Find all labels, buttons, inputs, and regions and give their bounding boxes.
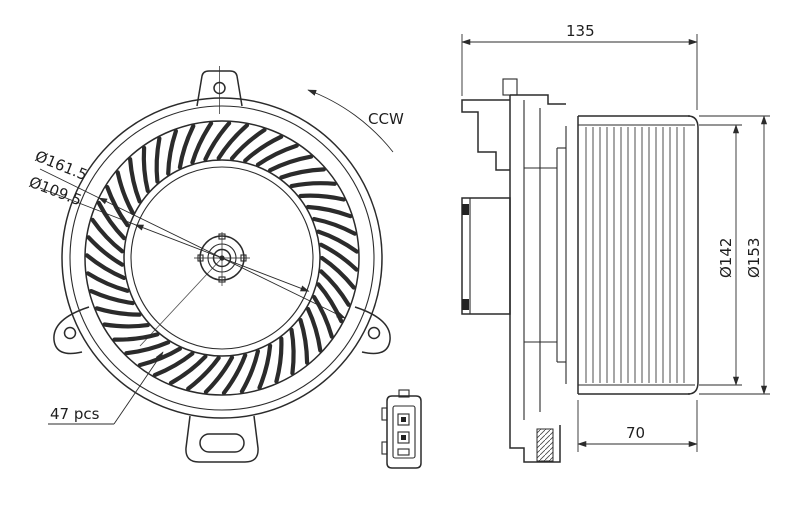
fan-blade <box>190 121 214 165</box>
fan-blade <box>305 306 323 353</box>
fan-blade <box>239 349 260 394</box>
rotation-label: CCW <box>368 110 404 128</box>
fan-blade <box>112 332 160 342</box>
dim-wheel-outer-label: Ø153 <box>745 238 763 278</box>
fan-blade <box>124 340 171 356</box>
side-view: 135 Ø142 Ø153 70 <box>461 22 770 463</box>
fan-blade <box>94 306 142 317</box>
dim-wheel-depth-label: 70 <box>626 424 645 442</box>
fan-blade <box>102 322 150 329</box>
fan-blade <box>203 355 235 395</box>
fan-blade <box>268 154 314 173</box>
fan-blade <box>298 193 346 202</box>
front-view: Ø161.5 Ø109.5 CCW 47 pcs <box>27 66 404 463</box>
connector-detail <box>381 389 422 469</box>
impeller-wheel <box>577 115 699 395</box>
fan-blade <box>289 181 337 189</box>
fan-blade <box>177 124 196 170</box>
fan-blade <box>243 134 284 163</box>
fan-blade <box>168 354 208 386</box>
fan-blade <box>154 136 162 184</box>
dim-inner-diameter: Ø109.5 <box>27 173 310 292</box>
fan-blade <box>166 129 178 176</box>
fan-blade <box>203 121 232 162</box>
rotation-direction: CCW <box>307 89 404 153</box>
fan-blade <box>289 327 296 376</box>
dim-total-depth: 135 <box>461 22 698 110</box>
fan-blade <box>274 336 284 384</box>
fan-blade <box>298 317 310 365</box>
fan-blade <box>152 351 195 378</box>
dim-wheel-inner-diameter: Ø142 <box>699 124 742 386</box>
fan-blade <box>305 204 353 219</box>
mounting-tabs <box>53 70 391 463</box>
fan-blade <box>141 145 150 193</box>
fan-blade <box>128 157 142 204</box>
blade-count-label: 47 pcs <box>50 405 100 423</box>
fan-blade <box>115 170 135 215</box>
dim-wheel-outer-diameter: Ø153 <box>699 115 770 395</box>
fan-blade <box>255 143 299 167</box>
fan-blade <box>186 355 221 391</box>
fan-blade <box>279 167 326 180</box>
motor-bracket <box>461 78 566 463</box>
fan-blade <box>221 353 248 396</box>
dim-wheel-inner-label: Ø142 <box>717 238 735 278</box>
dim-wheel-depth: 70 <box>577 400 698 452</box>
fan-blade <box>89 289 135 306</box>
fan-blade <box>257 343 273 390</box>
fan-blade <box>216 123 250 161</box>
dim-total-depth-label: 135 <box>566 22 595 40</box>
wheel-flange <box>556 126 567 384</box>
wheel-ribs <box>585 127 685 383</box>
fan-blade <box>229 127 267 161</box>
blade-count-callout: 47 pcs <box>48 351 164 425</box>
